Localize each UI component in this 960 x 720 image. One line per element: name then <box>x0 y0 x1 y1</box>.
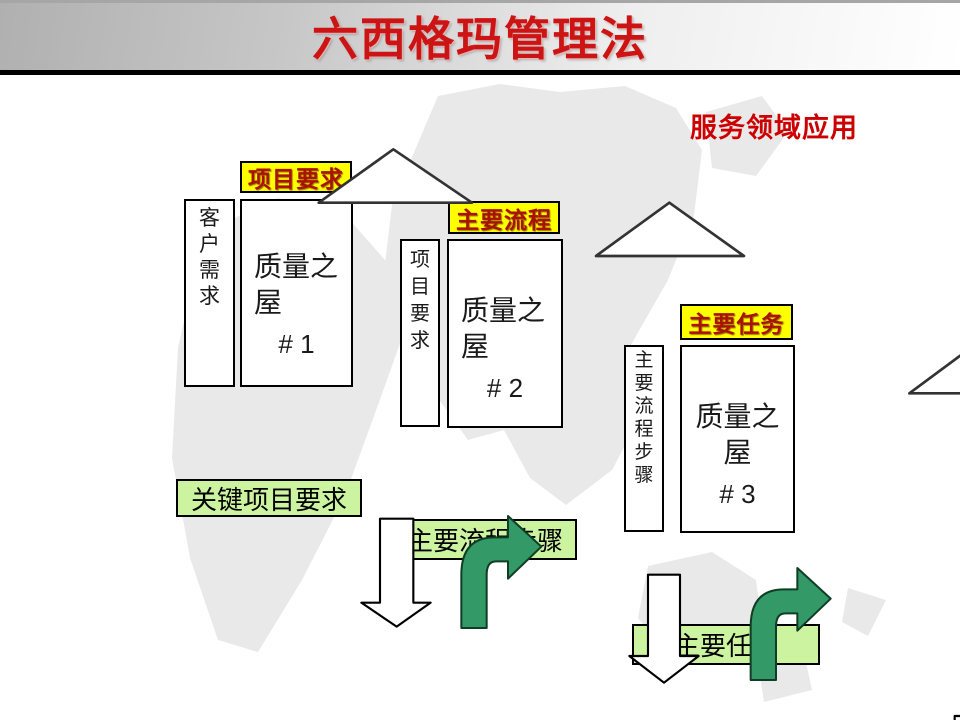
house3-roof-label-text: 主要任务 <box>688 311 785 337</box>
map-landmass-northeast <box>706 96 788 176</box>
house3-roof-label: 主要任务 <box>680 304 793 340</box>
house1-output-label: 关键项目要求 <box>190 484 347 515</box>
house3-name: 质量之 屋 <box>682 347 793 471</box>
house1-name: 质量之 屋 <box>242 201 351 321</box>
house2-name-line1: 质量之 <box>461 295 546 326</box>
house2-roof-label-text: 主要流程 <box>456 206 552 233</box>
section-subtitle: 服务领域应用 <box>690 113 858 143</box>
house2-roof-label: 主要流程 <box>448 201 560 234</box>
page-title: 六西格玛管理法 <box>312 12 648 65</box>
house3-name-line1: 质量之 <box>695 401 780 432</box>
house3-side-box: 主要流程步骤 <box>624 345 664 532</box>
house2-name-line2: 屋 <box>461 331 490 362</box>
house2-output-box: 主要流程步骤 <box>393 519 577 560</box>
house1-name-line1: 质量之 <box>254 251 339 282</box>
house3-output-label: 主要任务 <box>673 631 778 661</box>
map-island-2 <box>842 588 886 636</box>
house1-number: # 1 <box>278 329 315 359</box>
house1-side-label: 客户需求 <box>199 207 220 308</box>
house1-name-line2: 屋 <box>254 287 283 318</box>
house1-output-box: 关键项目要求 <box>176 479 362 517</box>
house2-number: # 2 <box>486 373 524 403</box>
house3-quality-house-box: 质量之 屋 # 3 <box>680 345 795 533</box>
house2-quality-house-box: 质量之 屋 # 2 <box>447 239 563 428</box>
house2-name: 质量之 屋 <box>449 241 561 365</box>
house2-output-label: 主要流程步骤 <box>406 526 563 556</box>
house2-side-label: 项目要求 <box>410 249 430 352</box>
house3-side-label: 主要流程步骤 <box>634 350 654 486</box>
house1-side-box: 客户需求 <box>184 199 235 387</box>
slide-header: 六西格玛管理法 <box>0 0 960 70</box>
house3-name-line2: 屋 <box>723 437 752 468</box>
house3-number: # 3 <box>719 479 756 509</box>
house1-quality-house-box: 质量之 屋 # 1 <box>240 199 353 387</box>
house3-output-box: 主要任务 <box>632 624 820 665</box>
house1-roof-label-text: 项目要求 <box>248 166 344 192</box>
header-divider <box>0 70 960 75</box>
house2-side-box: 项目要求 <box>400 239 440 427</box>
house1-roof-label: 项目要求 <box>240 161 352 193</box>
